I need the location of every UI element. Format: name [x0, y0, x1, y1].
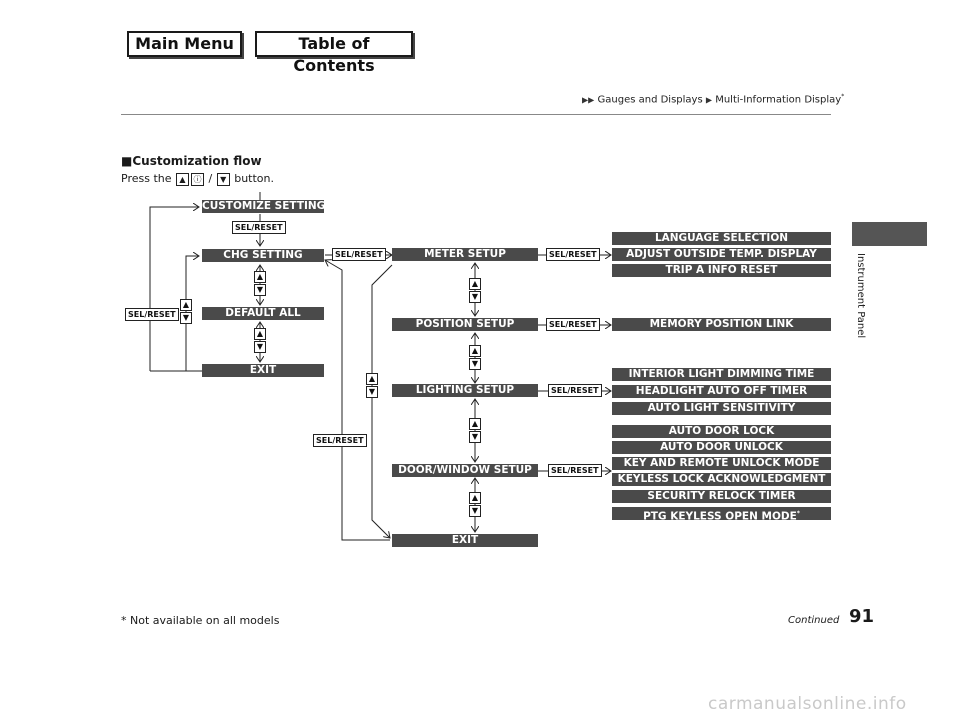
- up-down-button-icon: ▲▼: [469, 278, 481, 304]
- chg-setting-label: CHG SETTING: [202, 249, 324, 262]
- sel-reset-icon: SEL/RESET: [546, 318, 600, 331]
- sel-reset-icon: SEL/RESET: [125, 308, 179, 321]
- keyless-lock-ack-label: KEYLESS LOCK ACKNOWLEDGMENT: [612, 473, 831, 486]
- exit-left-label: EXIT: [202, 364, 324, 377]
- interior-light-dimming-label: INTERIOR LIGHT DIMMING TIME: [612, 368, 831, 381]
- header-divider: [121, 114, 831, 115]
- lighting-setup-label: LIGHTING SETUP: [392, 384, 538, 397]
- sel-reset-icon: SEL/RESET: [548, 464, 602, 477]
- default-all-label: DEFAULT ALL: [202, 307, 324, 320]
- up-down-button-icon: ▲▼: [469, 418, 481, 444]
- sel-reset-icon: SEL/RESET: [546, 248, 600, 261]
- exit-main-label: EXIT: [392, 534, 538, 547]
- trip-a-info-reset-label: TRIP A INFO RESET: [612, 264, 831, 277]
- headlight-auto-off-label: HEADLIGHT AUTO OFF TIMER: [612, 385, 831, 398]
- main-menu-button[interactable]: Main Menu: [127, 31, 242, 57]
- memory-position-link-label: MEMORY POSITION LINK: [612, 318, 831, 331]
- breadcrumb-gauges[interactable]: Gauges and Displays: [597, 94, 703, 106]
- auto-light-sensitivity-label: AUTO LIGHT SENSITIVITY: [612, 402, 831, 415]
- breadcrumb-arrow-icon: ▶▶: [582, 95, 595, 105]
- sel-reset-icon: SEL/RESET: [548, 384, 602, 397]
- footnote-marker: *: [841, 93, 845, 100]
- section-heading: ■Customization flow: [121, 154, 262, 168]
- section-tab[interactable]: [852, 222, 927, 246]
- door-window-setup-label: DOOR/WINDOW SETUP: [392, 464, 538, 477]
- meter-setup-label: METER SETUP: [392, 248, 538, 261]
- up-down-button-icon: ▲▼: [469, 492, 481, 518]
- down-button-icon: ▼: [216, 172, 230, 186]
- breadcrumb-arrow-icon: ▶: [705, 95, 713, 105]
- language-selection-label: LANGUAGE SELECTION: [612, 232, 831, 245]
- auto-door-lock-label: AUTO DOOR LOCK: [612, 425, 831, 438]
- sel-reset-icon: SEL/RESET: [313, 434, 367, 447]
- auto-door-unlock-label: AUTO DOOR UNLOCK: [612, 441, 831, 454]
- customize-settings-label: CUSTOMIZE SETTINGS: [202, 200, 324, 213]
- sel-reset-icon: SEL/RESET: [232, 221, 286, 234]
- footnote: * Not available on all models: [121, 614, 280, 627]
- watermark: carmanualsonline.info: [708, 694, 907, 714]
- info-icon: ⓘ: [191, 172, 204, 186]
- up-down-button-icon: ▲▼: [180, 299, 192, 325]
- up-down-button-icon: ▲▼: [469, 345, 481, 371]
- security-relock-timer-label: SECURITY RELOCK TIMER: [612, 490, 831, 503]
- instruction-text: Press the ▲ⓘ / ▼ button.: [121, 172, 274, 186]
- continued-label: Continued: [788, 615, 840, 626]
- table-of-contents-button[interactable]: Table of Contents: [255, 31, 413, 75]
- page-number: 91: [849, 606, 875, 627]
- up-down-button-icon: ▲▼: [254, 271, 266, 297]
- breadcrumb-multi-info[interactable]: Multi-Information Display: [715, 94, 842, 106]
- up-info-button-icon: ▲: [176, 172, 189, 186]
- position-setup-label: POSITION SETUP: [392, 318, 538, 331]
- sel-reset-icon: SEL/RESET: [332, 248, 386, 261]
- up-down-button-icon: ▲▼: [366, 373, 378, 399]
- breadcrumb: ▶▶ Gauges and Displays ▶ Multi-Informati…: [582, 93, 844, 105]
- key-remote-unlock-label: KEY AND REMOTE UNLOCK MODE: [612, 457, 831, 470]
- up-down-button-icon: ▲▼: [254, 328, 266, 354]
- adjust-outside-temp-label: ADJUST OUTSIDE TEMP. DISPLAY: [612, 248, 831, 261]
- ptg-keyless-open-label: PTG KEYLESS OPEN MODE*: [612, 507, 831, 520]
